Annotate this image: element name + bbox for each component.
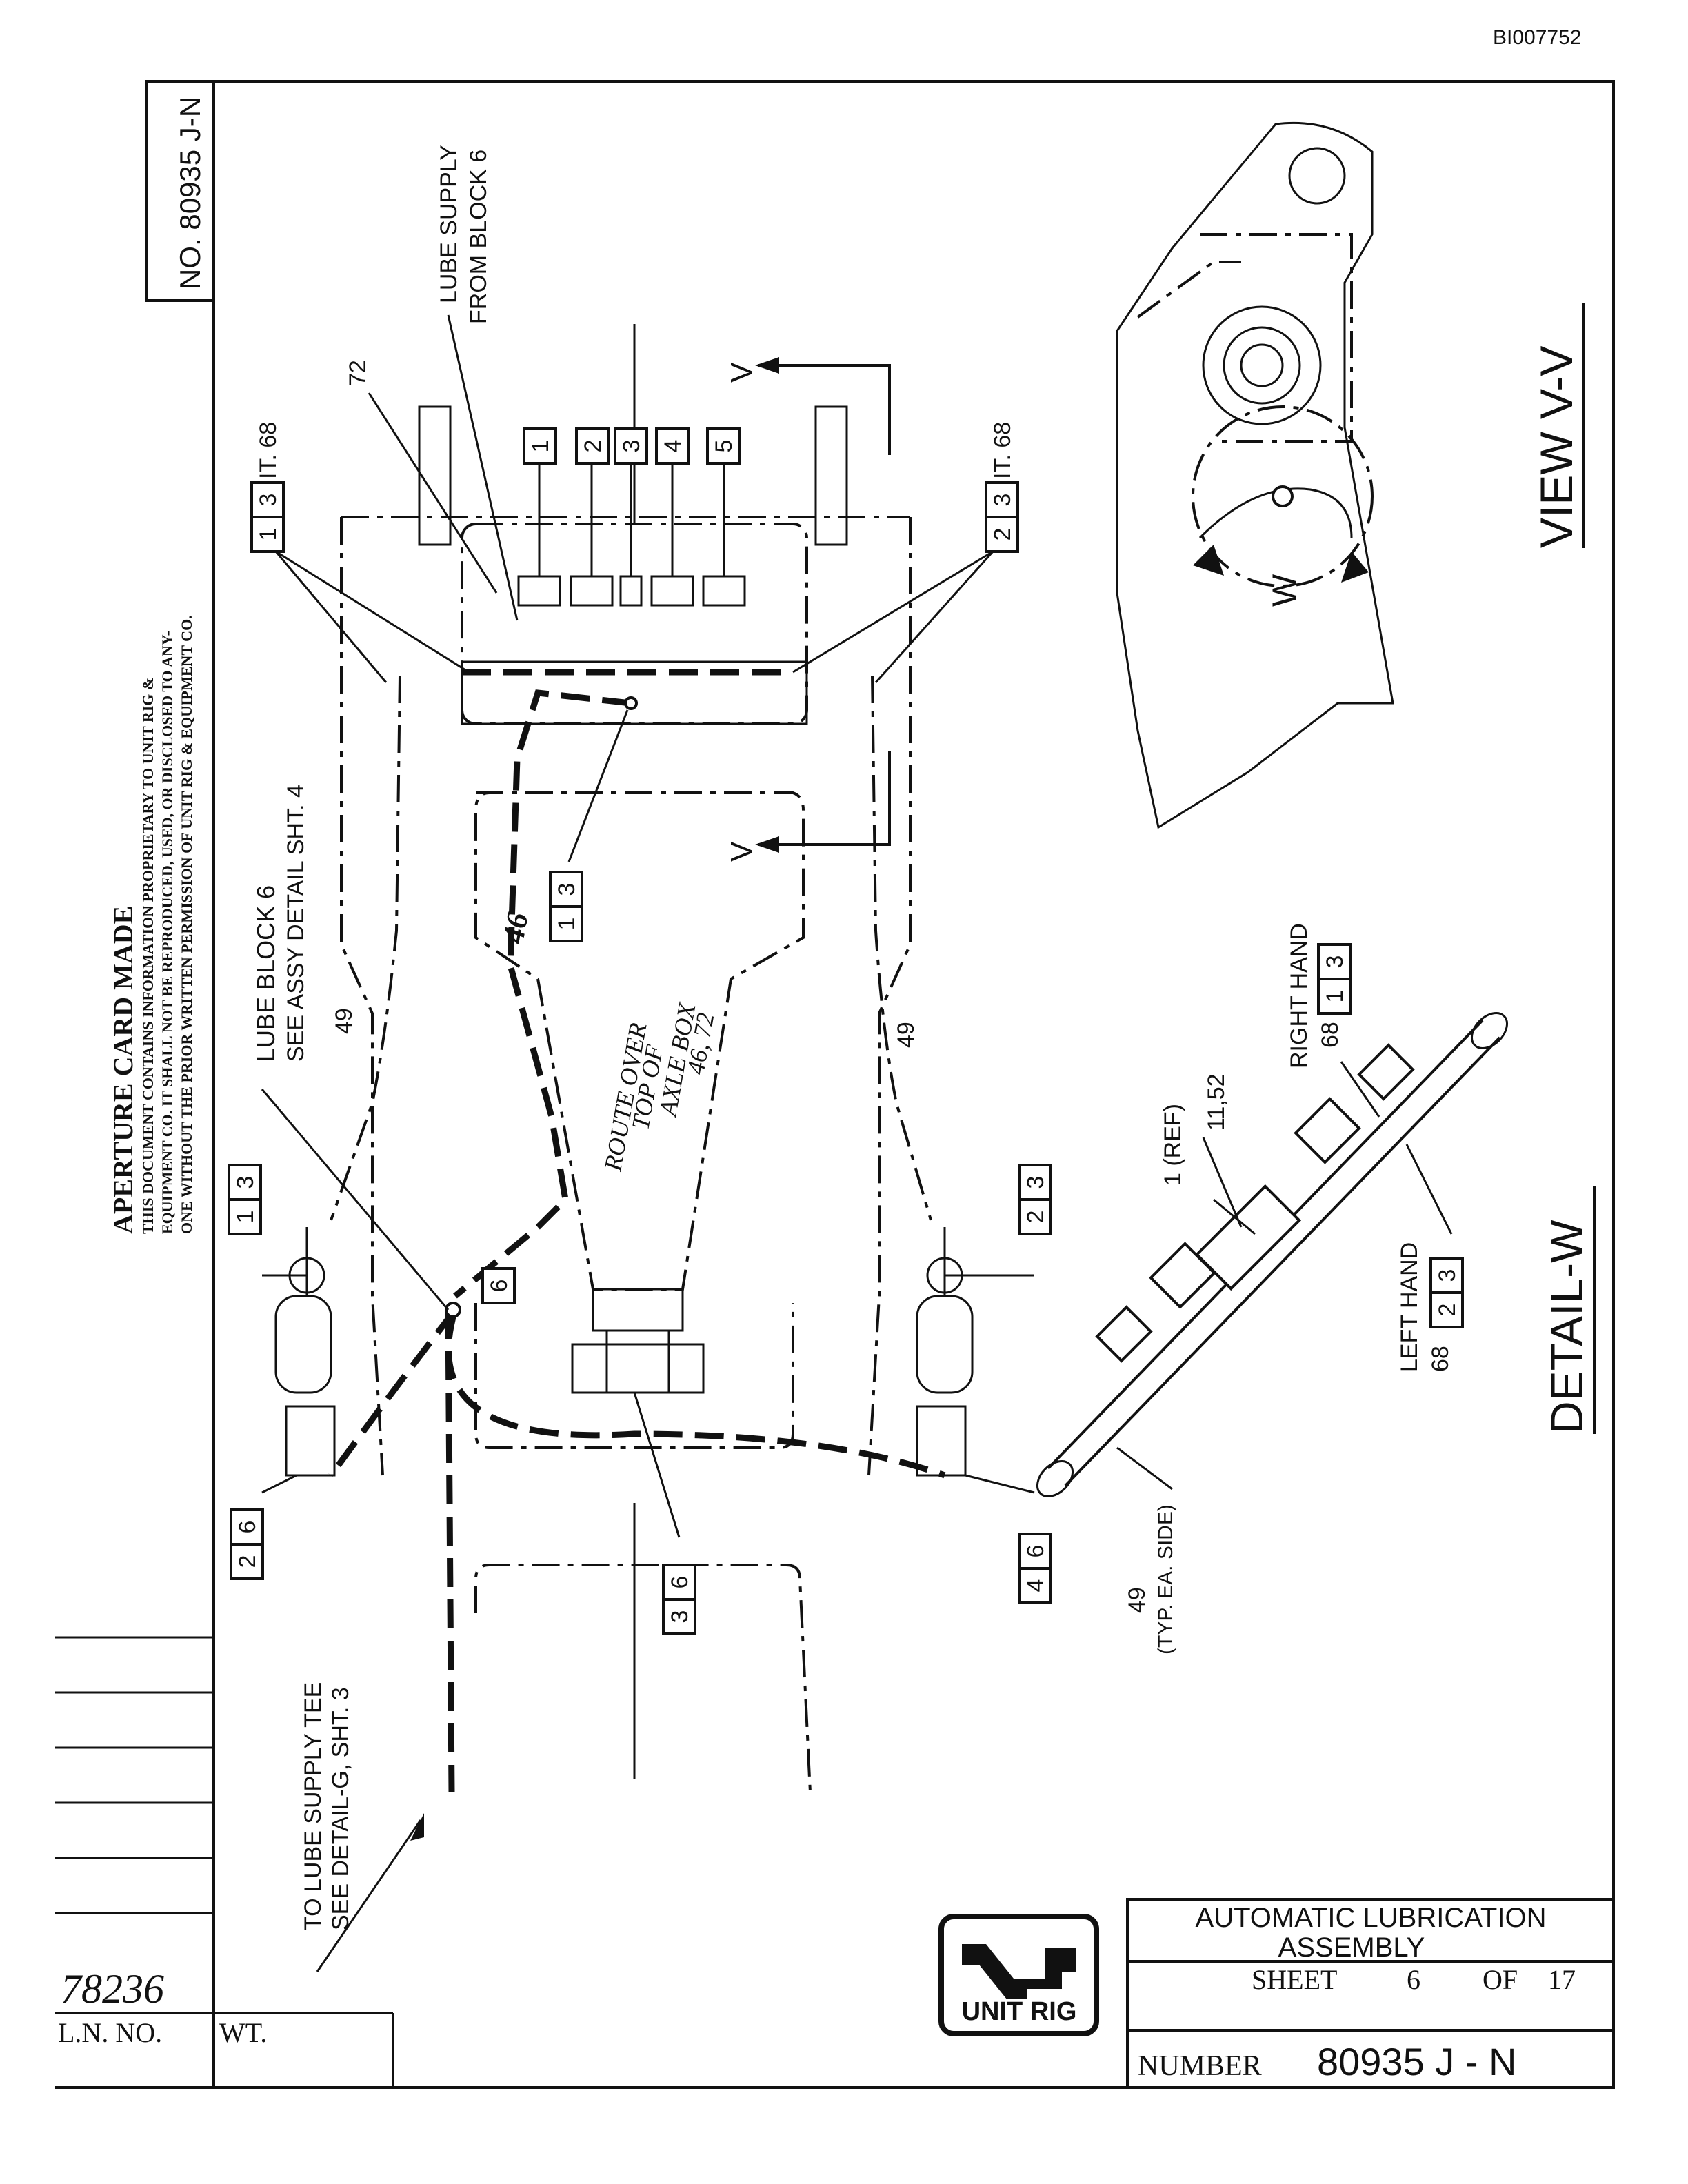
to-lube-line2: SEE DETAIL-G, SHT. 3 (328, 1687, 354, 1930)
callout-box-5: 5 (706, 427, 741, 465)
left-margin-rules (55, 1636, 214, 1914)
svg-text:1: 1 (528, 440, 554, 453)
view-vv-drawing (1116, 121, 1394, 829)
doc-id: BI007752 (1493, 26, 1581, 49)
drawing-no-rotated: NO. 80935 J-N (174, 97, 206, 290)
see-assy-label: SEE ASSY DETAIL SHT. 4 (283, 785, 309, 1062)
view-vv-title: VIEW V-V (1531, 346, 1582, 548)
svg-text:1: 1 (1322, 990, 1348, 1003)
svg-text:6: 6 (486, 1280, 512, 1293)
svg-text:2: 2 (234, 1555, 261, 1568)
from-block-label: FROM BLOCK 6 (465, 150, 492, 324)
aperture-title: APERTURE CARD MADE (108, 906, 139, 1234)
sheet-label: SHEET (1252, 1964, 1337, 1995)
ref-46-label: 46 (496, 910, 534, 947)
svg-text:3: 3 (232, 1176, 259, 1189)
svg-text:6: 6 (234, 1521, 261, 1534)
aperture-line3: ONE WITHOUT THE PRIOR WRITTEN PERMISSION… (178, 615, 195, 1234)
ref-1-label: 1 (REF) (1160, 1104, 1186, 1186)
section-v-bottom: V (725, 841, 758, 862)
sheet-border (212, 80, 1615, 2089)
detail-w-title: DETAIL-W (1541, 1220, 1592, 1434)
callout-6-3: 6 3 (662, 1564, 696, 1635)
svg-text:4: 4 (1023, 1579, 1049, 1593)
callout-3-2-detail: 3 2 (1429, 1257, 1464, 1328)
handwritten-number: 78236 (61, 1966, 164, 2012)
ref-49-typ-label: 49 (1124, 1587, 1150, 1613)
sheet-number: 6 (1407, 1964, 1420, 1995)
svg-text:3: 3 (255, 494, 281, 507)
callout-box-2: 2 (575, 427, 610, 465)
callout-3-1-center: 3 1 (549, 871, 583, 942)
ref-68-right: 68 (1317, 1022, 1343, 1048)
of-label: OF (1483, 1964, 1518, 1995)
callout-box-3: 3 (614, 427, 648, 465)
callout-6: 6 (481, 1267, 516, 1304)
title-block (1126, 1898, 1615, 2089)
aperture-line2: EQUIPMENT CO. IT SHALL NOT BE REPRODUCED… (159, 631, 176, 1234)
unit-rig-logo: UNIT RIG (938, 1914, 1099, 2036)
ref-68-left: 68 (1427, 1346, 1454, 1372)
svg-text:3: 3 (1023, 1176, 1049, 1189)
ref-1152-label: 11,52 (1203, 1073, 1229, 1131)
lube-block-label: LUBE BLOCK 6 (252, 885, 280, 1062)
ref-49-left: 49 (331, 1008, 357, 1034)
number-value: 80935 J - N (1317, 2040, 1517, 2083)
drawing-no-box (145, 80, 215, 302)
chassis-drawing (261, 314, 1035, 1972)
callout-3-2-top-right: 3 2 (985, 481, 1019, 553)
number-label: NUMBER (1138, 2050, 1262, 2082)
callout-6-2: 6 2 (230, 1508, 264, 1580)
svg-text:1: 1 (255, 528, 281, 541)
aperture-line1: THIS DOCUMENT CONTAINS INFORMATION PROPR… (139, 678, 157, 1234)
svg-text:1: 1 (554, 918, 580, 931)
title-line1: AUTOMATIC LUBRICATION (1196, 1903, 1547, 1933)
title-line2: ASSEMBLY (1278, 1932, 1425, 1963)
svg-text:2: 2 (989, 528, 1016, 541)
callout-3-1-top-left: 3 1 (250, 481, 285, 553)
svg-text:3: 3 (1322, 956, 1348, 969)
it68-right-label: IT. 68 (989, 422, 1016, 479)
detail-w-drawing (1036, 1012, 1508, 1497)
svg-text:4: 4 (660, 440, 686, 453)
svg-text:5: 5 (711, 440, 737, 453)
callout-box-4: 4 (655, 427, 690, 465)
ref-72-label: 72 (345, 360, 371, 386)
wt-label: WT. (219, 2017, 267, 2048)
svg-text:6: 6 (1023, 1545, 1049, 1558)
svg-text:6: 6 (667, 1576, 693, 1589)
w-arrow-label: W (1265, 574, 1304, 607)
svg-text:2: 2 (1434, 1304, 1460, 1317)
callout-box-1: 1 (523, 427, 557, 465)
callout-3-1-detail: 3 1 (1317, 943, 1352, 1015)
svg-text:3: 3 (989, 494, 1016, 507)
svg-text:3: 3 (667, 1610, 693, 1624)
svg-text:2: 2 (580, 440, 606, 453)
ref-49-right: 49 (893, 1022, 919, 1048)
left-hand-label: LEFT HAND (1396, 1242, 1423, 1372)
svg-text:3: 3 (554, 883, 580, 896)
svg-text:1: 1 (232, 1211, 259, 1224)
svg-text:2: 2 (1023, 1211, 1049, 1224)
ln-no-label: L.N. NO. (58, 2017, 162, 2048)
right-hand-label: RIGHT HAND (1286, 923, 1312, 1069)
of-number: 17 (1548, 1964, 1576, 1995)
callout-3-1-left-cyl: 3 1 (228, 1164, 262, 1235)
section-v-top: V (725, 362, 758, 383)
typ-side-label: (TYP. EA. SIDE) (1154, 1504, 1177, 1655)
svg-text:3: 3 (1434, 1269, 1460, 1282)
to-lube-line1: TO LUBE SUPPLY TEE (300, 1682, 326, 1930)
callout-6-4: 6 4 (1018, 1533, 1052, 1604)
lube-supply-label: LUBE SUPPLY (436, 145, 462, 303)
svg-text:UNIT RIG: UNIT RIG (962, 1997, 1077, 2026)
callout-3-2-right-cyl: 3 2 (1018, 1164, 1052, 1235)
svg-text:3: 3 (619, 440, 645, 453)
it68-left-label: IT. 68 (255, 422, 281, 479)
